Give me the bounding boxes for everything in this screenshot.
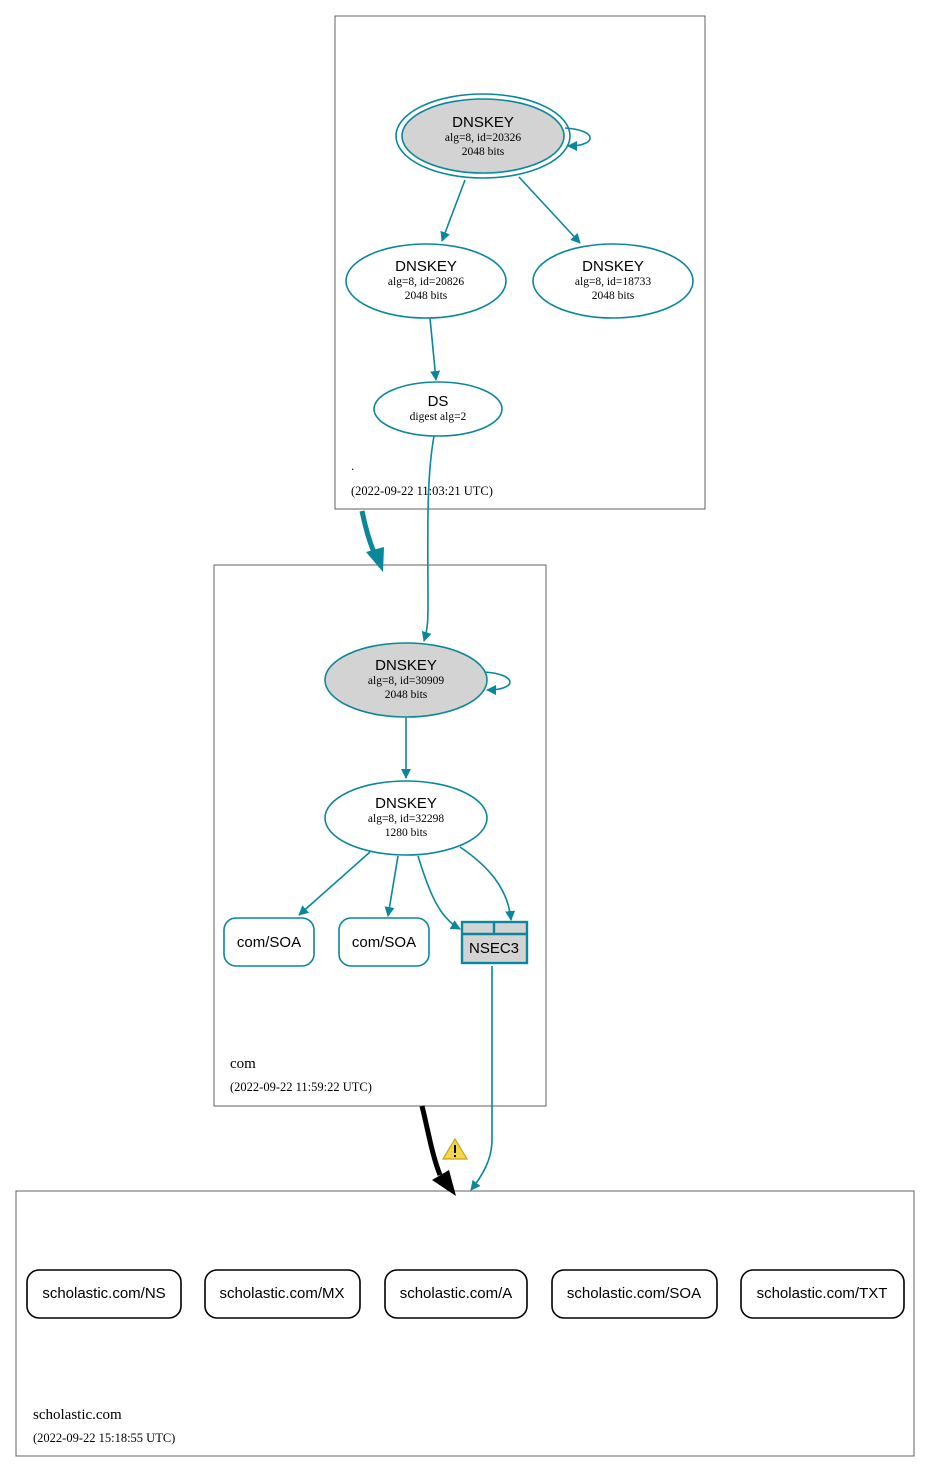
- record-label: scholastic.com/NS: [42, 1285, 165, 1302]
- zone-scholastic-name: scholastic.com: [33, 1407, 122, 1423]
- node-com-ksk[interactable]: DNSKEY alg=8, id=30909 2048 bits: [324, 642, 488, 718]
- node-com-ksk-detail: alg=8, id=30909: [368, 675, 444, 687]
- node-root-ksk-size: 2048 bits: [462, 146, 505, 158]
- edge-com-zsk-nsec3-a: [417, 855, 461, 930]
- record-scholastic-txt[interactable]: scholastic.com/TXT: [740, 1269, 905, 1319]
- record-scholastic-soa[interactable]: scholastic.com/SOA: [551, 1269, 718, 1319]
- edge-root-zsk1-ds: [429, 317, 441, 381]
- zone-box-root: [334, 15, 706, 510]
- node-root-zsk2-size: 2048 bits: [592, 290, 635, 302]
- record-label: scholastic.com/TXT: [757, 1285, 888, 1302]
- node-com-soa-2-label: com/SOA: [352, 934, 416, 951]
- node-root-zsk-18733[interactable]: DNSKEY alg=8, id=18733 2048 bits: [532, 243, 694, 319]
- delegation-com-scholastic-arrowhead: [432, 1170, 456, 1196]
- node-root-ds[interactable]: DS digest alg=2: [373, 381, 503, 437]
- edges: [298, 127, 591, 1191]
- node-com-zsk-size: 1280 bits: [385, 827, 428, 839]
- node-root-zsk1-type: DNSKEY: [395, 258, 457, 275]
- node-com-nsec3-label: NSEC3: [469, 940, 519, 957]
- zone-com-name: com: [230, 1056, 256, 1072]
- node-com-zsk[interactable]: DNSKEY alg=8, id=32298 1280 bits: [324, 780, 488, 856]
- edge-root-ksk-zsk2: [518, 176, 581, 244]
- record-label: scholastic.com/MX: [219, 1285, 344, 1302]
- edge-com-zsk-soa2: [384, 855, 399, 917]
- record-scholastic-ns[interactable]: scholastic.com/NS: [26, 1269, 182, 1319]
- node-root-ksk-type: DNSKEY: [452, 114, 514, 131]
- node-com-nsec3[interactable]: NSEC3: [460, 920, 529, 965]
- node-root-ds-type: DS: [428, 393, 449, 410]
- node-root-zsk2-type: DNSKEY: [582, 258, 644, 275]
- record-label: scholastic.com/A: [400, 1285, 513, 1302]
- node-root-zsk-20826[interactable]: DNSKEY alg=8, id=20826 2048 bits: [345, 243, 507, 319]
- edge-com-zsk-nsec3-b: [459, 846, 516, 921]
- edge-root-ksk-zsk1: [440, 179, 466, 242]
- node-root-zsk2-detail: alg=8, id=18733: [575, 276, 651, 288]
- node-com-ksk-type: DNSKEY: [375, 657, 437, 674]
- warning-triangle-icon[interactable]: [441, 1137, 469, 1160]
- record-scholastic-mx[interactable]: scholastic.com/MX: [204, 1269, 361, 1319]
- edge-root-ksk-self: [564, 127, 591, 151]
- record-scholastic-a[interactable]: scholastic.com/A: [384, 1269, 528, 1319]
- edge-com-zsk-soa1: [298, 851, 371, 916]
- node-root-ksk[interactable]: DNSKEY alg=8, id=20326 2048 bits: [395, 93, 571, 179]
- delegation-com-scholastic: [419, 1105, 443, 1176]
- edge-ds-com-ksk: [421, 435, 435, 642]
- delegation-root-com: [359, 510, 379, 558]
- zone-box-scholastic: [15, 1190, 915, 1457]
- node-root-ksk-detail: alg=8, id=20326: [445, 132, 521, 144]
- node-com-soa-1-label: com/SOA: [237, 934, 301, 951]
- zone-root-timestamp: (2022-09-22 11:03:21 UTC): [351, 484, 493, 498]
- node-root-ds-detail: digest alg=2: [410, 411, 467, 423]
- node-root-zsk1-detail: alg=8, id=20826: [388, 276, 464, 288]
- zone-com-timestamp: (2022-09-22 11:59:22 UTC): [230, 1080, 372, 1094]
- zone-scholastic-timestamp: (2022-09-22 15:18:55 UTC): [33, 1431, 175, 1445]
- record-label: scholastic.com/SOA: [567, 1285, 701, 1302]
- delegation-root-com-arrowhead: [366, 547, 384, 572]
- node-root-zsk1-size: 2048 bits: [405, 290, 448, 302]
- edge-nsec3-scholastic: [470, 965, 493, 1191]
- node-com-soa-2[interactable]: com/SOA: [338, 917, 430, 967]
- node-com-zsk-type: DNSKEY: [375, 795, 437, 812]
- node-com-ksk-size: 2048 bits: [385, 689, 428, 701]
- node-com-zsk-detail: alg=8, id=32298: [368, 813, 444, 825]
- zone-root-name: .: [351, 458, 354, 473]
- node-com-soa-1[interactable]: com/SOA: [223, 917, 315, 967]
- edge-com-ksk-self: [483, 671, 511, 695]
